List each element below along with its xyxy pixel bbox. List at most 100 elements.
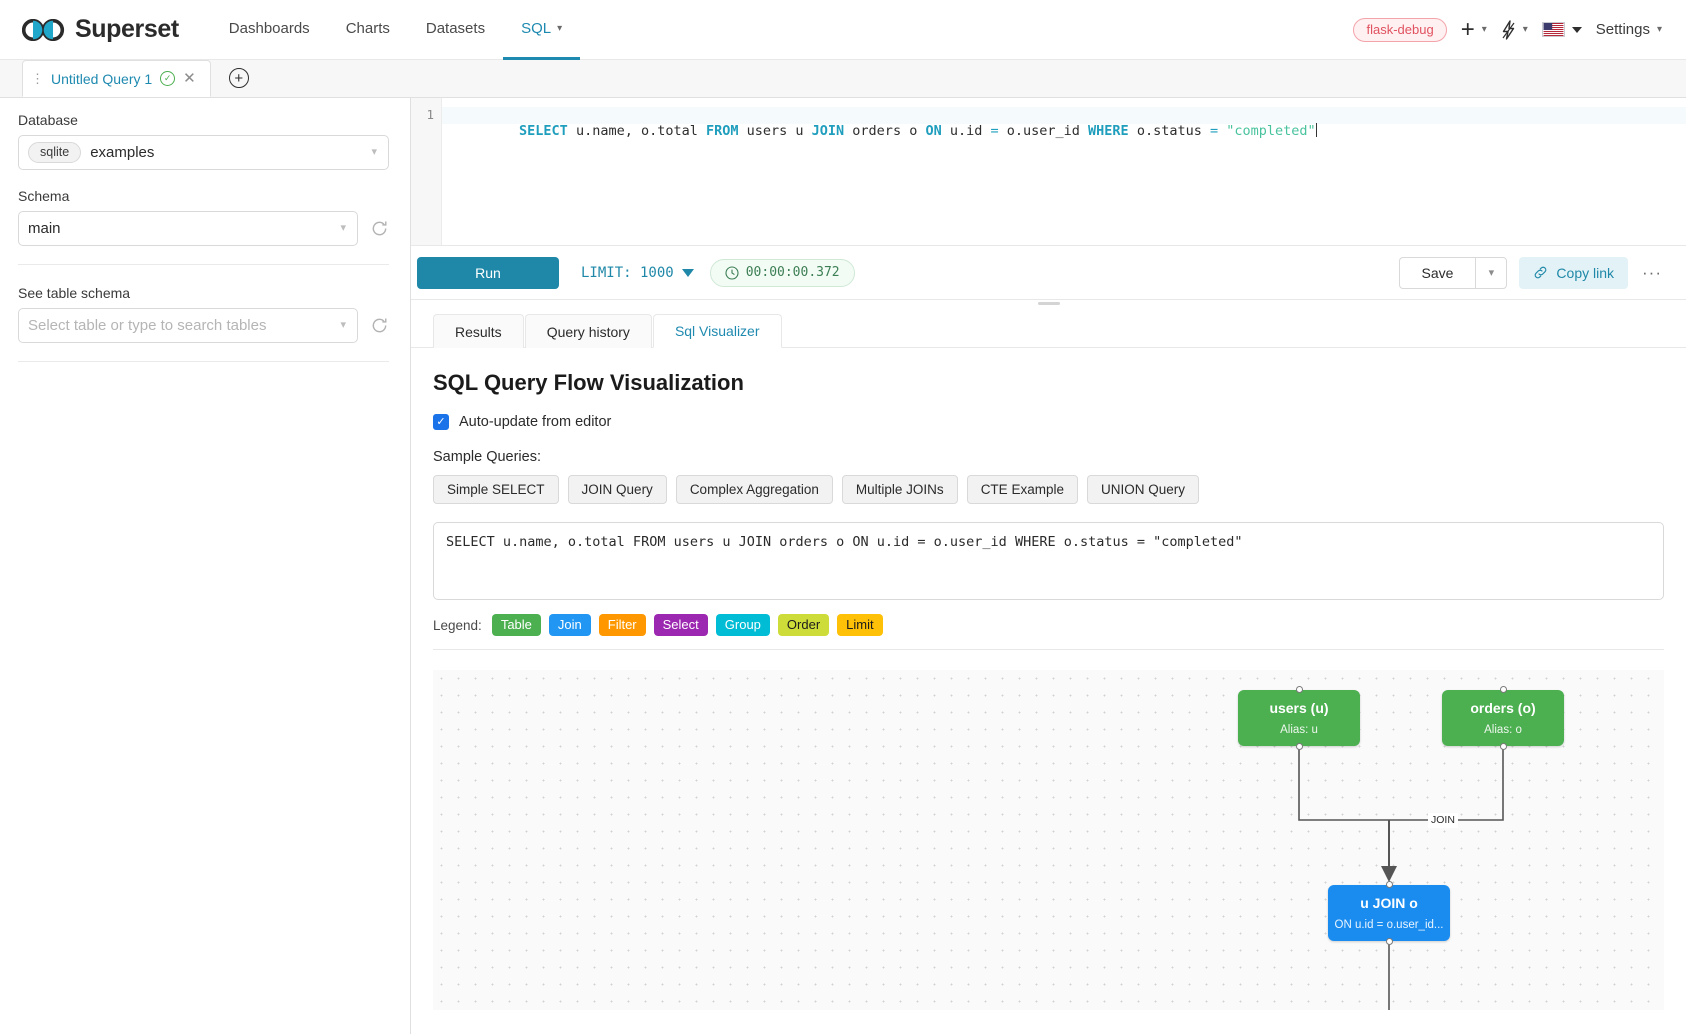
table-schema-row: Select table or type to search tables ▾ [18, 308, 389, 343]
flask-debug-badge[interactable]: flask-debug [1353, 17, 1447, 42]
schema-row: main ▾ [18, 211, 389, 246]
sql-token: u.name, o.total [567, 123, 706, 139]
database-select[interactable]: sqlite examples ▾ [18, 135, 389, 170]
visualizer-panel: SQL Query Flow Visualization ✓ Auto-upda… [411, 348, 1686, 1034]
caret-down-icon [681, 268, 694, 277]
editor-resize-handle[interactable] [1037, 302, 1060, 305]
sample-button-cte-example[interactable]: CTE Example [966, 475, 1078, 504]
table-select-placeholder: Select table or type to search tables [28, 317, 267, 334]
nav-item-datasets[interactable]: Datasets [408, 0, 503, 60]
limit-dropdown[interactable]: LIMIT: 1000 [581, 265, 694, 281]
sample-button-simple-select[interactable]: Simple SELECT [433, 475, 559, 504]
left-query-panel: Database sqlite examples ▾ Schema main ▾… [0, 98, 411, 1034]
chevron-down-icon: ▾ [371, 146, 377, 158]
language-menu[interactable] [1541, 22, 1582, 37]
legend-label: Legend: [433, 617, 482, 633]
result-tabs: Results Query history Sql Visualizer [411, 300, 1686, 348]
flow-node-title: orders (o) [1470, 700, 1536, 717]
node-port-top [1295, 686, 1303, 693]
query-tab-untitled-query-1[interactable]: ⋮ Untitled Query 1 ✓ ✕ [22, 60, 211, 97]
node-port-top [1385, 881, 1393, 888]
right-panel: 1 SELECT u.name, o.total FROM users u JO… [411, 98, 1686, 1034]
refresh-schema-icon[interactable] [370, 219, 389, 238]
chevron-down-icon: ▾ [340, 222, 346, 234]
link-icon [1535, 266, 1547, 279]
sql-editor[interactable]: 1 SELECT u.name, o.total FROM users u JO… [411, 98, 1686, 246]
add-query-tab-button[interactable]: + [228, 68, 249, 88]
tab-query-history[interactable]: Query history [524, 314, 652, 348]
us-flag-icon [1541, 22, 1565, 37]
top-navbar: Superset Dashboards Charts Datasets SQL … [0, 0, 1686, 60]
database-row: sqlite examples ▾ [18, 135, 389, 170]
sql-token-select: SELECT [519, 123, 568, 139]
flow-node-subtitle: Alias: o [1484, 723, 1522, 736]
text-cursor [1315, 123, 1317, 137]
sample-button-multiple-joins[interactable]: Multiple JOINs [841, 475, 958, 504]
sql-token-from: FROM [705, 123, 739, 139]
tab-sql-visualizer[interactable]: Sql Visualizer [652, 314, 782, 348]
database-label: Database [18, 112, 78, 128]
nav-item-charts[interactable]: Charts [328, 0, 408, 60]
save-button[interactable]: Save [1398, 256, 1476, 289]
edge-label-join: JOIN [1428, 813, 1458, 828]
editor-toolbar: Run LIMIT: 1000 00:00:00.372 Save ▾ [411, 246, 1686, 305]
brand-logo[interactable]: Superset [22, 0, 211, 59]
sql-input-textarea[interactable] [433, 522, 1664, 600]
sample-button-join-query[interactable]: JOIN Query [567, 475, 667, 504]
page-title: SQL Query Flow Visualization [433, 370, 744, 395]
query-status-check-icon: ✓ [160, 71, 176, 86]
nav-item-sql[interactable]: SQL ▾ [503, 0, 581, 60]
auto-update-checkbox[interactable]: ✓ [433, 414, 449, 430]
copy-link-button[interactable]: Copy link [1519, 256, 1629, 289]
plus-icon: + [1460, 15, 1475, 43]
sql-token: users u [738, 123, 812, 139]
more-options-icon[interactable]: ··· [1642, 262, 1662, 282]
query-timer: 00:00:00.372 [709, 258, 855, 287]
chevron-down-icon: ▾ [1481, 24, 1487, 35]
tab-results[interactable]: Results [433, 314, 524, 348]
nav-item-dashboards[interactable]: Dashboards [211, 0, 328, 60]
node-port-bottom [1385, 938, 1393, 945]
workspace: Database sqlite examples ▾ Schema main ▾… [0, 98, 1686, 1034]
new-item-menu[interactable]: + ▾ [1460, 15, 1487, 43]
limit-label: LIMIT: 1000 [581, 264, 674, 281]
schema-select-value: main [28, 220, 61, 237]
sample-button-complex-aggregation[interactable]: Complex Aggregation [675, 475, 833, 504]
auto-update-label: Auto-update from editor [459, 414, 612, 430]
chevron-down-icon: ▾ [1656, 24, 1662, 35]
chevron-down-icon: ▾ [1488, 267, 1495, 279]
save-dropdown-button[interactable]: ▾ [1475, 256, 1508, 289]
nav-item-label: Charts [345, 20, 390, 37]
flow-node-join[interactable]: u JOIN o ON u.id = o.user_id... [1328, 881, 1450, 945]
sql-token-eq2: = [1209, 123, 1219, 139]
table-select[interactable]: Select table or type to search tables ▾ [18, 308, 358, 343]
flow-canvas[interactable]: JOIN users (u) Alias: u orders (o) Alias… [433, 670, 1664, 1010]
quick-actions-menu[interactable]: ▾ [1501, 19, 1528, 40]
close-icon[interactable]: ✕ [183, 70, 196, 87]
nav-item-label: Datasets [425, 20, 486, 37]
flow-node-orders[interactable]: orders (o) Alias: o [1442, 686, 1564, 750]
flow-node-subtitle: ON u.id = o.user_id... [1334, 918, 1444, 931]
run-button[interactable]: Run [417, 256, 559, 289]
query-tab-label: Untitled Query 1 [51, 70, 153, 87]
auto-update-row: ✓ Auto-update from editor [433, 414, 1664, 430]
brand-title: Superset [75, 15, 179, 43]
sql-token: o.user_id [998, 123, 1089, 139]
legend-chip-join: Join [548, 614, 591, 636]
query-tab-strip: ⋮ Untitled Query 1 ✓ ✕ + [0, 60, 1686, 98]
editor-code[interactable]: SELECT u.name, o.total FROM users u JOIN… [442, 98, 1686, 245]
chevron-down-icon: ▾ [340, 319, 346, 331]
settings-menu[interactable]: Settings ▾ [1596, 21, 1662, 38]
schema-select[interactable]: main ▾ [18, 211, 358, 246]
drag-handle-icon[interactable]: ⋮ [31, 71, 44, 86]
flow-node-users[interactable]: users (u) Alias: u [1238, 686, 1360, 750]
refresh-tables-icon[interactable] [370, 316, 389, 335]
copy-link-label: Copy link [1556, 264, 1615, 281]
settings-label: Settings [1595, 21, 1650, 38]
sample-button-union-query[interactable]: UNION Query [1086, 475, 1199, 504]
database-engine-chip: sqlite [28, 142, 82, 163]
toolbar-right: Save ▾ Copy link ··· [1398, 256, 1665, 289]
line-number: 1 [426, 107, 434, 122]
sql-token-on: ON [925, 123, 942, 139]
sample-query-buttons: Simple SELECT JOIN Query Complex Aggrega… [433, 475, 1664, 504]
